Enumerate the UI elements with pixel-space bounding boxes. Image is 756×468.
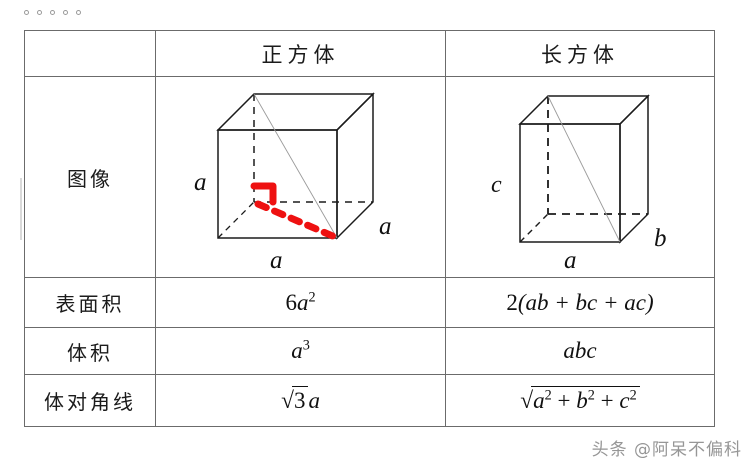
table-row: 图像: [24, 76, 715, 278]
dot-5: [76, 10, 81, 15]
cuboid-area-coef: 2: [506, 289, 518, 315]
row-label-volume-cell: 体积: [24, 327, 156, 375]
header-cube-label: 正方体: [261, 42, 340, 67]
row-label-figure: 图像: [67, 166, 113, 191]
cuboid-label-height: c: [491, 172, 502, 198]
cuboid-volume-value: abc: [563, 338, 597, 363]
cube-figure-cell: a a a: [155, 76, 446, 278]
cuboid-diagram: c a b: [491, 94, 667, 272]
cube-area-formula: 6a2: [285, 290, 315, 315]
cuboid-area-terms: (ab + bc + ac): [517, 289, 654, 315]
toutiao-watermark: 头条 @阿呆不偏科: [591, 440, 742, 460]
row-label-area-cell: 表面积: [24, 277, 156, 328]
cube-diagonal-suffix: a: [308, 388, 320, 413]
formula-table: 正方体 长方体 图像: [24, 30, 715, 427]
top-dots: [24, 10, 81, 15]
page-artifact: [20, 178, 22, 240]
header-cuboid-cell: 长方体: [445, 30, 715, 77]
red-dashed-diagonal: [254, 200, 338, 241]
radical-sign-icon: √: [520, 388, 534, 414]
cube-area-coef: 6: [285, 289, 297, 315]
cube-volume-formula: a3: [291, 338, 310, 363]
cuboid-volume-formula: abc: [563, 338, 596, 363]
cuboid-area-cell: 2(ab + bc + ac): [445, 277, 715, 328]
table-row: 表面积 6a2 2(ab + bc + ac): [24, 277, 715, 328]
dot-1: [24, 10, 29, 15]
red-right-angle-mark: [250, 182, 276, 206]
cube-diagram: a a a: [194, 92, 392, 272]
cuboid-diagonal-radicand: a2 + b2 + c2: [531, 386, 640, 414]
cuboid-label-depth: b: [654, 225, 667, 252]
cube-label-left: a: [194, 169, 207, 196]
cube-volume-exp: 3: [302, 337, 310, 354]
row-label-diagonal: 体对角线: [44, 390, 136, 414]
cube-volume-base: a: [291, 338, 303, 363]
cube-area-cell: 6a2: [155, 277, 446, 328]
cuboid-figure-wrap: c a b: [446, 82, 714, 272]
header-cuboid-label: 长方体: [541, 42, 619, 67]
cuboid-figure-cell: c a b: [445, 76, 715, 278]
dot-3: [50, 10, 55, 15]
cube-volume-cell: a3: [155, 327, 446, 375]
cuboid-label-bottom: a: [564, 247, 577, 272]
table-row: 体积 a3 abc: [24, 327, 715, 375]
cuboid-volume-cell: abc: [445, 327, 715, 375]
row-label-volume: 体积: [67, 340, 113, 365]
dot-2: [37, 10, 42, 15]
cuboid-area-formula: 2(ab + bc + ac): [506, 290, 653, 315]
cube-label-right: a: [379, 213, 392, 240]
cube-area-base: a: [296, 289, 309, 315]
dot-4: [63, 10, 68, 15]
header-corner-cell: [24, 30, 156, 77]
row-label-diagonal-cell: 体对角线: [24, 374, 156, 427]
cuboid-diagonal-formula: √a2 + b2 + c2: [520, 386, 640, 415]
radical-sign-icon: √: [281, 388, 294, 414]
table-header-row: 正方体 长方体: [24, 30, 715, 77]
cube-label-bottom: a: [270, 247, 283, 272]
row-label-figure-cell: 图像: [24, 76, 156, 278]
cuboid-diagonal-cell: √a2 + b2 + c2: [445, 374, 715, 427]
cube-area-exp: 2: [308, 288, 316, 305]
cube-figure-wrap: a a a: [156, 82, 445, 272]
header-cube-cell: 正方体: [155, 30, 446, 77]
row-label-area: 表面积: [55, 292, 125, 316]
cube-diagonal-radicand: 3: [291, 386, 309, 414]
